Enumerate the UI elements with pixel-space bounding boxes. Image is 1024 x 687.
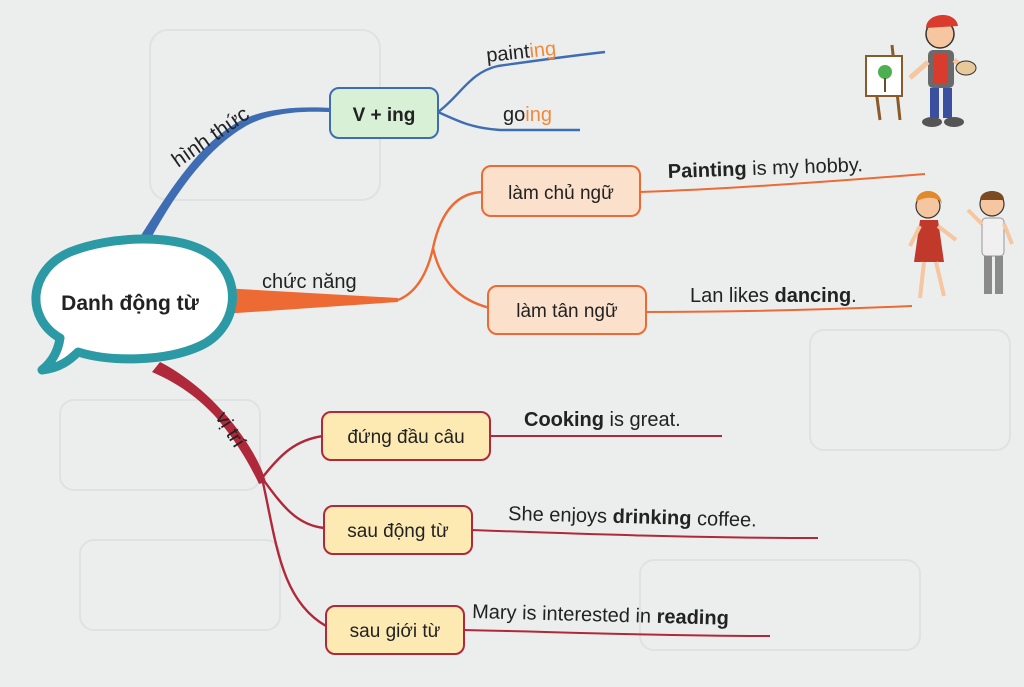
background-decoration [59,29,1011,651]
function-box-object-text: làm tân ngữ [516,301,618,322]
function-split-lines [397,190,491,310]
function-example-subject: Painting is my hobby. [667,154,863,183]
position-box-start-text: đứng đầu câu [347,427,464,448]
function-object-underline [645,305,913,313]
position-after-verb-underline [471,529,819,539]
branch-position: vị trí đứng đầu câu Cooking is great. sa… [152,362,819,655]
position-box-after-prep-text: sau giới từ [350,621,441,642]
dancers-illustration [908,191,1014,299]
position-example-after-verb: She enjoys drinking coffee. [508,503,757,532]
center-bubble-shape [31,234,237,375]
position-example-after-prep: Mary is interested in reading [472,601,729,630]
position-after-prep-underline [463,629,771,637]
formula-text: V + ing [353,105,416,126]
function-example-object: Lan likes dancing. [690,285,857,307]
function-subject-underline [639,173,926,193]
position-example-start: Cooking is great. [524,409,681,431]
position-connector [152,362,266,484]
position-box-after-verb-text: sau động từ [347,521,449,542]
position-split-lines [260,434,327,628]
center-bubble: Danh động từ [31,234,237,375]
branch-form: hình thức V + ing painting going [138,38,606,241]
branch-function: chức năng làm chủ ngữ Painting is my hob… [222,154,926,335]
function-label: chức năng [262,271,357,293]
form-example-going: going [503,104,552,126]
function-box-subject-text: làm chủ ngữ [508,183,614,204]
function-connector [222,288,398,314]
center-title: Danh động từ [61,292,199,315]
painter-illustration [865,14,977,127]
form-label: hình thức [168,102,254,172]
function-box-object [487,285,647,335]
form-split-lines [437,50,606,132]
form-example-painting: painting [485,38,557,67]
